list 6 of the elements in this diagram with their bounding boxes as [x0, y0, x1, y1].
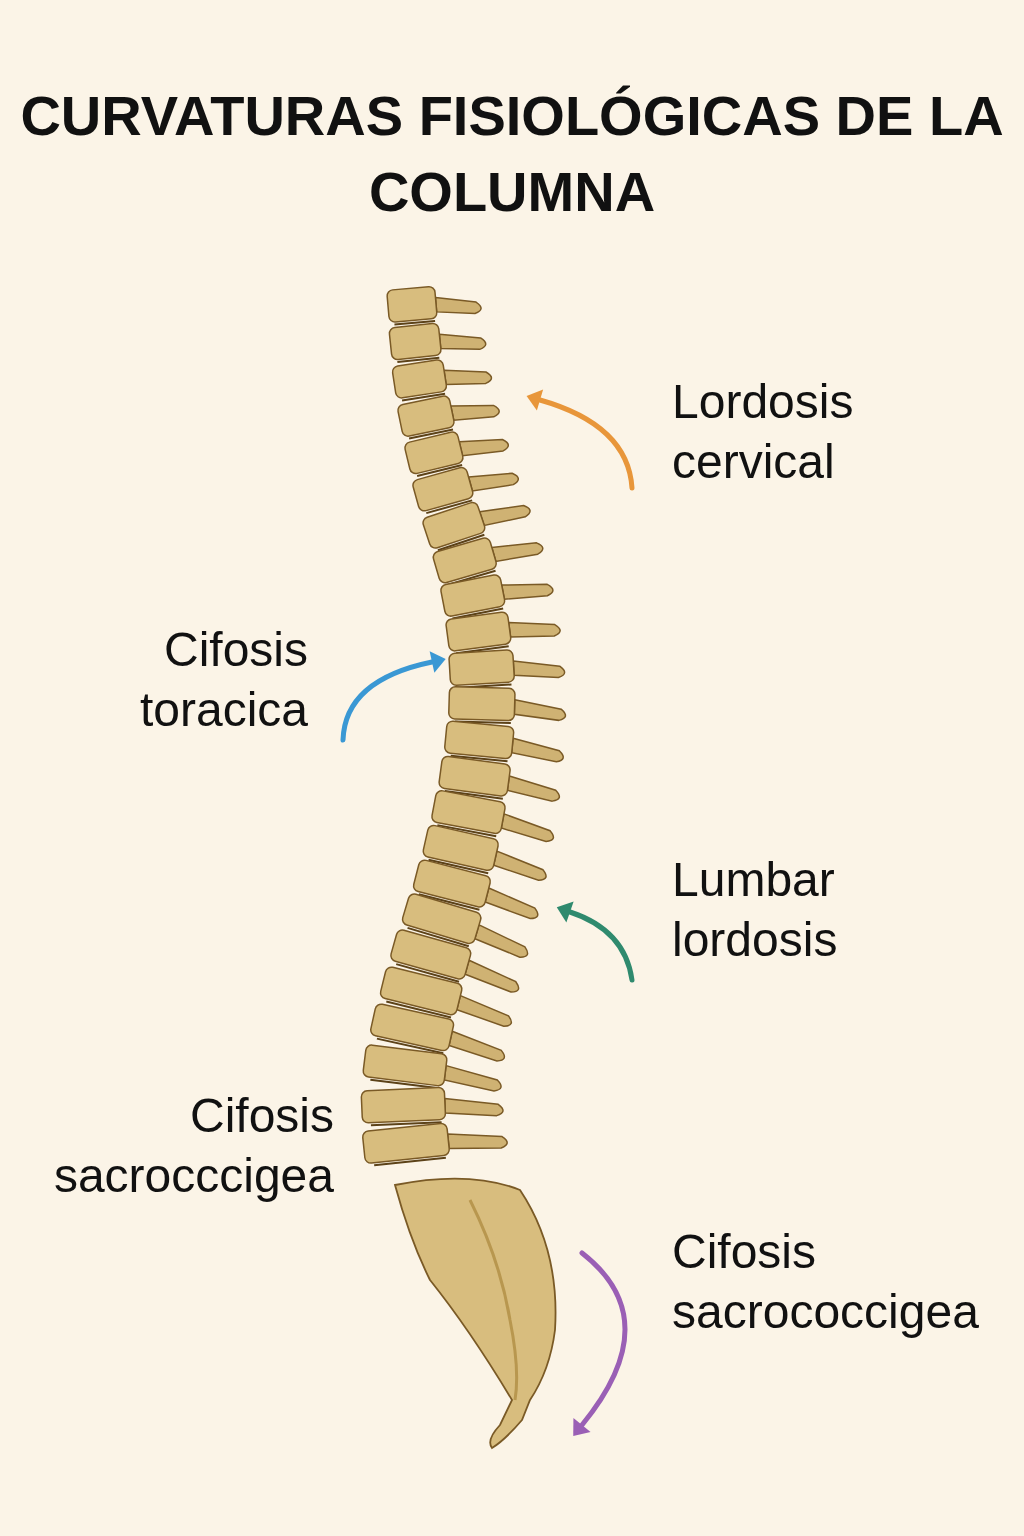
title: CURVATURAS FISIOLÓGICAS DE LA COLUMNA [19, 83, 1005, 225]
curvature-label: Cifosis toracica [139, 622, 308, 738]
curvature-label: Cifosis sacrococcigea [672, 1224, 979, 1340]
curvature-label: Lumbar lordosis [672, 852, 838, 968]
curvature-label: Lordosis cervical [672, 374, 854, 490]
curvature-label: Cifosis sacrocccigea [53, 1088, 334, 1204]
